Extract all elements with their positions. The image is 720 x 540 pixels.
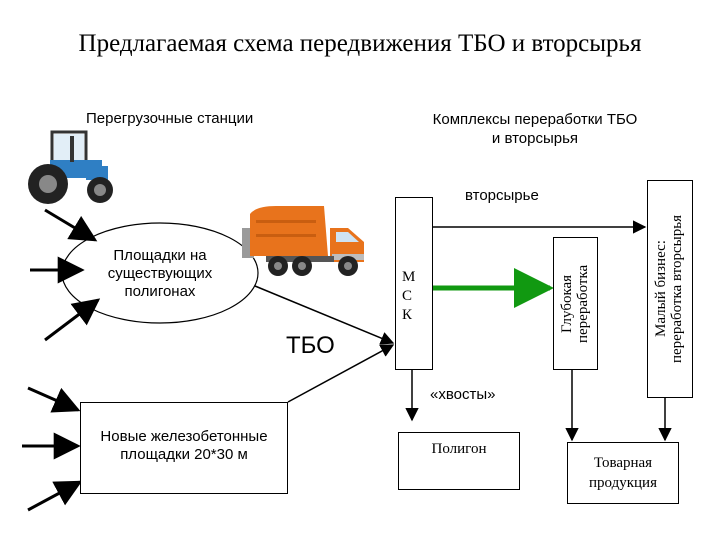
small-business-box: Малый бизнес: переработка вторсырья (647, 180, 693, 398)
inflow-arrow-4 (27, 386, 81, 413)
secondary-materials-label: вторсырье (465, 187, 539, 204)
newsites-to-msk-arrow (287, 344, 395, 403)
processing-header-line2: и вторсырья (491, 130, 579, 147)
processing-complexes-header: Комплексы переработки ТБО и вторсырья (400, 110, 670, 148)
inflow-arrow-3 (44, 298, 101, 342)
product-box: Товарная продукция (567, 442, 679, 504)
landfill-box: Полигон (398, 432, 520, 490)
inflow-arrow-6 (27, 480, 83, 512)
msk-box: М С К (395, 197, 433, 370)
garbage-truck-icon (242, 206, 364, 276)
transfer-stations-header: Перегрузочные станции (86, 110, 254, 127)
tbo-label: ТБО (286, 332, 335, 359)
tails-label: «хвосты» (430, 386, 496, 403)
existing-to-msk-arrow (254, 285, 395, 345)
processing-header-line1: Комплексы переработки ТБО (432, 111, 638, 128)
new-sites-box: Новые железобетонные площадки 20*30 м (80, 402, 288, 494)
inflow-arrow-1 (44, 208, 98, 242)
page-title: Предлагаемая схема передвижения ТБО и вт… (78, 30, 642, 57)
deep-processing-box: Глубокая переработка (553, 237, 598, 370)
tractor-icon (28, 130, 113, 204)
existing-sites-label: Площадки на существующих полигонах (107, 247, 213, 300)
